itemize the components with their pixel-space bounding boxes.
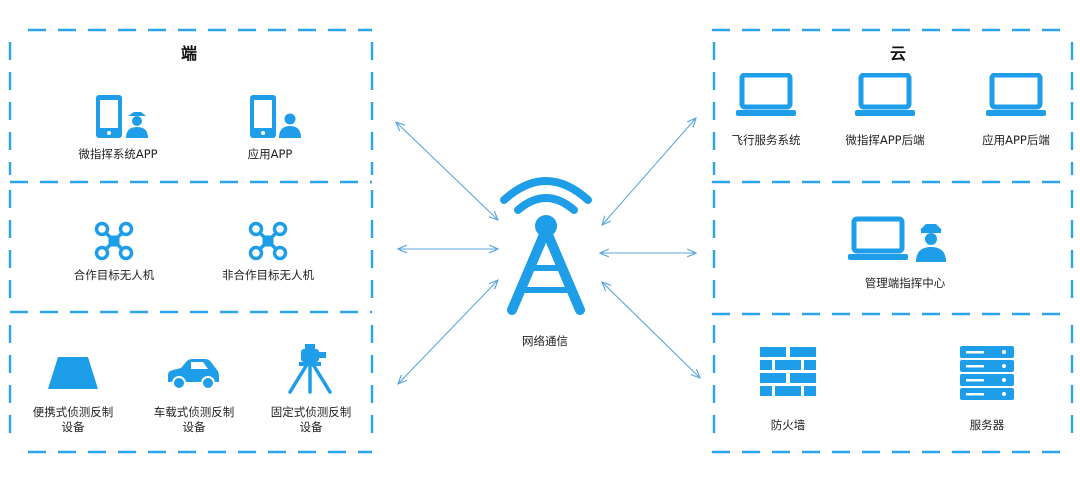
item-label: 管理端指挥中心	[864, 276, 946, 290]
laptop-officer-icon	[848, 216, 946, 262]
phone-user-icon	[250, 95, 301, 138]
item-label: 微指挥系统APP	[78, 147, 158, 161]
item-label: 应用APP	[247, 147, 293, 161]
laptop-icon	[855, 73, 915, 116]
laptop-icon	[736, 73, 796, 116]
item-label-multiline: 车载式侦测反制 设备	[153, 405, 235, 434]
laptop-icon	[986, 73, 1046, 116]
arrow-left-top	[396, 122, 498, 220]
item-label: 非合作目标无人机	[222, 268, 314, 282]
left-section-title: 端	[181, 44, 198, 63]
item-label: 应用APP后端	[982, 133, 1050, 147]
item-label: 服务器	[969, 418, 1005, 432]
drone-icon	[94, 221, 134, 261]
item-label-multiline: 便携式侦测反制 设备	[32, 405, 114, 434]
portable-device-icon	[48, 357, 98, 389]
arrow-right-top	[602, 118, 696, 225]
firewall-icon	[760, 347, 816, 396]
center-label: 网络通信	[522, 334, 568, 348]
item-label-multiline: 固定式侦测反制 设备	[270, 405, 352, 434]
item-label: 飞行服务系统	[731, 133, 801, 147]
arrow-left-bottom	[398, 280, 498, 384]
car-icon	[168, 359, 219, 390]
tripod-icon	[288, 344, 332, 394]
phone-officer-icon	[96, 95, 148, 138]
right-section-title: 云	[890, 44, 907, 63]
drone-icon	[248, 221, 288, 261]
arrow-right-bottom	[602, 282, 700, 378]
item-label: 合作目标无人机	[73, 268, 155, 282]
signal-tower-icon	[500, 177, 592, 315]
server-icon	[960, 346, 1014, 400]
item-label: 防火墙	[770, 418, 806, 432]
item-label: 微指挥APP后端	[845, 133, 925, 147]
